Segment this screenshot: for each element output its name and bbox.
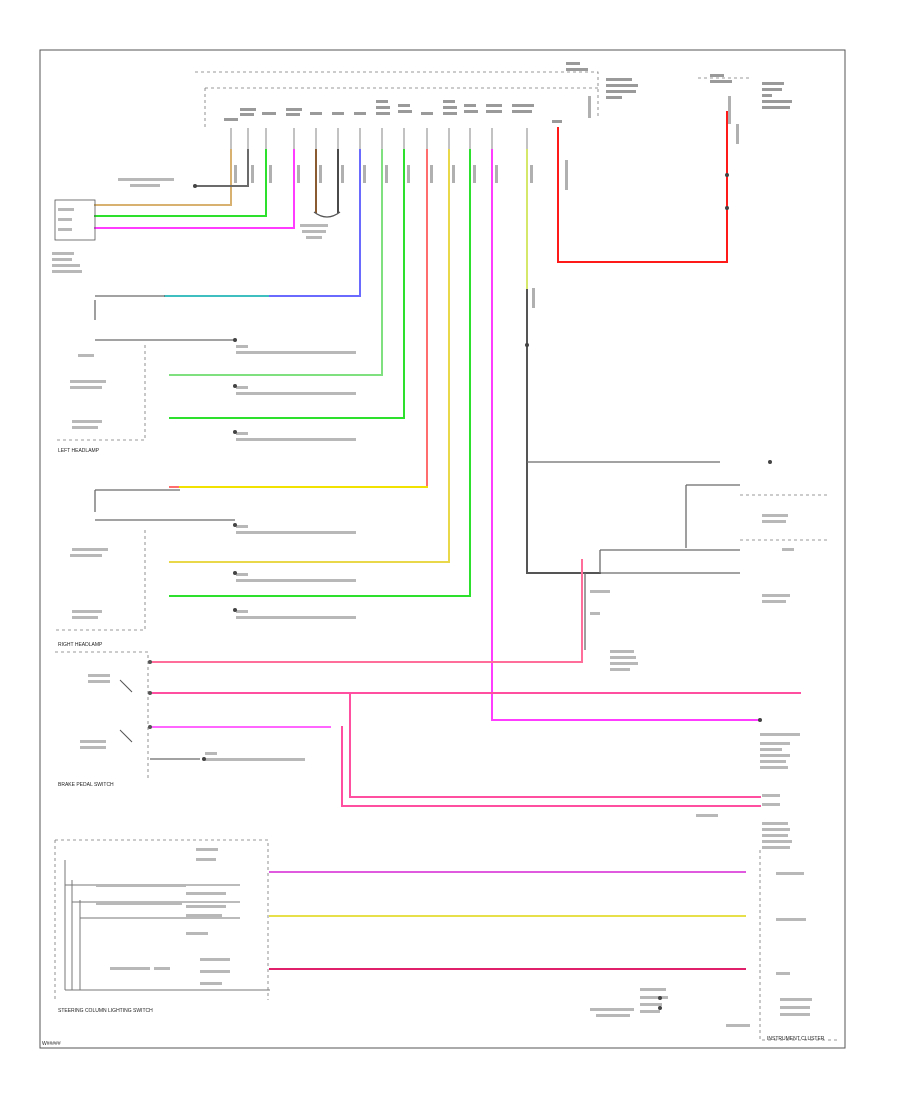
- wire-yellow-rh: [169, 149, 450, 563]
- wire-green-sensor: [94, 149, 267, 217]
- wire-green-rh: [169, 149, 471, 597]
- wire-tan-sensor: [94, 149, 232, 206]
- wire-green-lh-1: [169, 149, 383, 376]
- steering-column-internals: [64, 860, 270, 991]
- wire-color-codes: [234, 96, 739, 308]
- right-headlamp-label: RIGHT HEADLAMP: [58, 642, 103, 648]
- cluster-outline: [759, 850, 840, 1041]
- brake-switch-contacts: [119, 660, 152, 743]
- component-text-placeholders: [52, 178, 812, 1027]
- wire-blue-level-sensor: [267, 149, 361, 297]
- right-headlamp-outline: [55, 530, 146, 631]
- module-pin-labels: [224, 62, 792, 123]
- left-headlamp-label: LEFT HEADLAMP: [58, 448, 100, 454]
- wire-magenta-sensor: [94, 149, 295, 229]
- wire-red-battery-feed: [557, 111, 728, 263]
- brake-fluid-level-sensor-box: [54, 199, 96, 241]
- wire-pink-brake-1: [149, 559, 583, 663]
- shorting-bar: [313, 211, 341, 218]
- left-headlamp-outline: [55, 345, 146, 441]
- wire-pink-brake-4: [349, 692, 761, 798]
- steering-column-outline: [55, 839, 269, 1000]
- steering-column-label: STEERING COLUMN LIGHTING SWITCH: [58, 1008, 153, 1014]
- brake-switch-outline: [55, 651, 149, 780]
- wire-magenta-cluster: [491, 149, 761, 721]
- brake-pedal-switch-label: BRAKE PEDAL SWITCH: [58, 782, 114, 788]
- wire-green-lh-2: [169, 149, 405, 419]
- wire-black-tail: [526, 289, 601, 574]
- connector-markers: [193, 173, 772, 1010]
- fuse-box-outline: [195, 71, 599, 118]
- ground-wiring: [94, 295, 740, 760]
- wire-gray-sensor: [194, 149, 249, 187]
- wire-pink-brake-5: [341, 726, 761, 807]
- diagram-frame: [39, 49, 846, 1049]
- wire-pink-lh-turn: [169, 149, 428, 488]
- instrument-cluster-label: INSTRUMENT CLUSTER: [767, 1036, 825, 1042]
- module-pin-row: [230, 128, 559, 160]
- footer-code: W#####: [42, 1041, 61, 1047]
